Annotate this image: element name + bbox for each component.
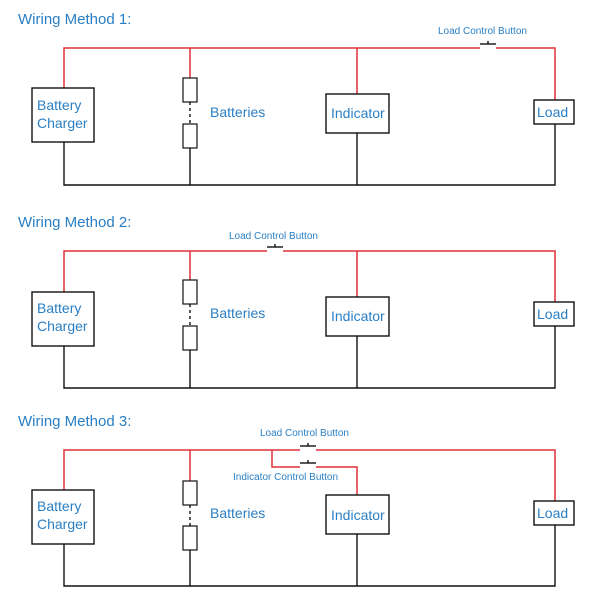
method-1-charger-label-1: Battery xyxy=(37,97,81,113)
method-1-batteries-label: Batteries xyxy=(210,104,265,120)
method-2-battery-cell-top xyxy=(182,279,198,305)
wiring-method-1: Wiring Method 1: Load Control Button Bat… xyxy=(18,11,575,186)
method-3-battery-cell-bottom xyxy=(182,525,198,551)
method-1-charger-label-2: Charger xyxy=(37,115,88,131)
method-3-indicator-branch xyxy=(271,450,358,495)
method-3-battery-cell-top xyxy=(182,480,198,506)
method-1-battery-cell-bottom xyxy=(182,123,198,149)
method-1-indicator xyxy=(325,93,390,134)
wiring-method-2: Wiring Method 2: Load Control Button Bat… xyxy=(18,214,575,389)
method-3-load-control-button xyxy=(300,443,316,447)
method-1-negative-rail xyxy=(63,124,556,186)
method-2-charger-label-1: Battery xyxy=(37,300,81,316)
method-2-load-label: Load xyxy=(537,306,568,322)
method-2-load xyxy=(533,301,575,327)
method-3-batteries-label: Batteries xyxy=(210,505,265,521)
method-3-indicator xyxy=(325,494,390,535)
method-1-title: Wiring Method 1: xyxy=(18,11,131,28)
method-3-load-label: Load xyxy=(537,505,568,521)
method-1-indicator-label: Indicator xyxy=(331,105,385,121)
method-1-positive-rail xyxy=(63,47,556,100)
method-2-title: Wiring Method 2: xyxy=(18,214,131,231)
method-3-charger-label-2: Charger xyxy=(37,516,88,532)
method-2-battery-charger xyxy=(31,291,95,347)
method-2-indicator-label: Indicator xyxy=(331,308,385,324)
method-2-batteries-label: Batteries xyxy=(210,305,265,321)
method-3-positive-rail xyxy=(63,449,556,502)
method-1-load xyxy=(533,99,575,125)
method-2-positive-rail xyxy=(63,250,556,302)
method-1-battery-cell-top xyxy=(182,77,198,103)
method-2-load-button-label: Load Control Button xyxy=(229,231,318,242)
method-2-negative-rail xyxy=(63,326,556,389)
method-3-indicator-label: Indicator xyxy=(331,507,385,523)
method-1-battery-charger xyxy=(31,87,95,143)
method-2-indicator xyxy=(325,296,390,337)
method-2-charger-label-2: Charger xyxy=(37,318,88,334)
method-1-load-label: Load xyxy=(537,104,568,120)
method-1-load-control-button xyxy=(480,41,496,45)
method-3-title: Wiring Method 3: xyxy=(18,413,131,430)
method-3-load-button-label: Load Control Button xyxy=(260,428,349,439)
method-3-indicator-control-button xyxy=(300,460,316,464)
wiring-method-3: Wiring Method 3: Load Control Button Ind… xyxy=(18,413,575,587)
method-2-battery-cell-bottom xyxy=(182,325,198,351)
method-3-load xyxy=(533,500,575,526)
method-3-battery-charger xyxy=(31,489,95,545)
method-2-load-control-button xyxy=(267,244,283,248)
method-3-charger-label-1: Battery xyxy=(37,498,81,514)
method-3-indicator-button-label: Indicator Control Button xyxy=(233,472,338,483)
method-1-load-button-label: Load Control Button xyxy=(438,26,527,37)
method-3-negative-rail xyxy=(63,525,556,587)
